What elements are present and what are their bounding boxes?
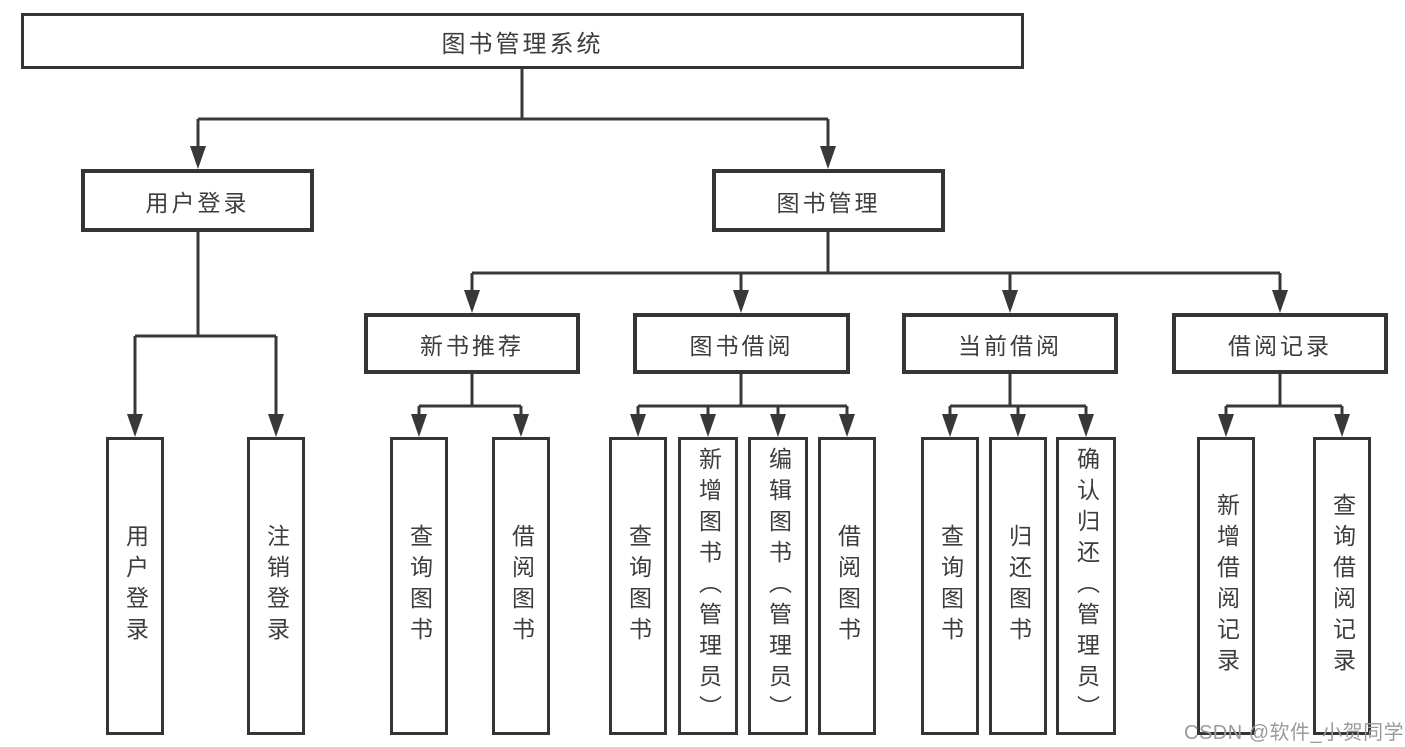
leaf-query-borrow-record: 查询借阅记录 [1313,437,1371,735]
node-book-management: 图书管理 [712,169,945,232]
leaf-confirm-return-admin-label: 确认归还（管理员） [1073,446,1100,726]
leaf-borrow-books-recommend: 借阅图书 [492,437,550,735]
node-new-book-recommend: 新书推荐 [364,313,580,374]
leaf-user-login-label: 用户登录 [122,524,149,648]
leaf-query-borrow-record-label: 查询借阅记录 [1329,493,1356,679]
leaf-logout-label: 注销登录 [263,524,290,648]
leaf-add-borrow-record-label: 新增借阅记录 [1213,493,1240,679]
leaf-borrow-books: 借阅图书 [818,437,876,735]
leaf-query-books-current-label: 查询图书 [937,524,964,648]
leaf-query-books-recommend-label: 查询图书 [406,524,433,648]
leaf-return-books: 归还图书 [989,437,1047,735]
leaf-query-books-borrow-label: 查询图书 [625,524,652,648]
leaf-query-books-recommend: 查询图书 [390,437,448,735]
leaf-logout: 注销登录 [247,437,305,735]
leaf-return-books-label: 归还图书 [1005,524,1032,648]
leaf-borrow-books-label: 借阅图书 [834,524,861,648]
csdn-watermark: CSDN @软件_小贺同学 [1184,722,1405,744]
leaf-add-book-admin-label: 新增图书（管理员） [695,446,722,726]
node-current-borrow: 当前借阅 [902,313,1118,374]
leaf-edit-book-admin: 编辑图书（管理员） [748,437,808,735]
node-book-borrow: 图书借阅 [633,313,850,374]
leaf-edit-book-admin-label: 编辑图书（管理员） [765,446,792,726]
leaf-confirm-return-admin: 确认归还（管理员） [1056,437,1116,735]
leaf-user-login: 用户登录 [106,437,164,735]
node-root-library-system: 图书管理系统 [21,13,1024,69]
leaf-add-book-admin: 新增图书（管理员） [678,437,738,735]
leaf-query-books-current: 查询图书 [921,437,979,735]
node-user-login: 用户登录 [81,169,314,232]
node-borrow-records: 借阅记录 [1172,313,1388,374]
leaf-query-books-borrow: 查询图书 [609,437,667,735]
leaf-add-borrow-record: 新增借阅记录 [1197,437,1255,735]
leaf-borrow-books-recommend-label: 借阅图书 [508,524,535,648]
